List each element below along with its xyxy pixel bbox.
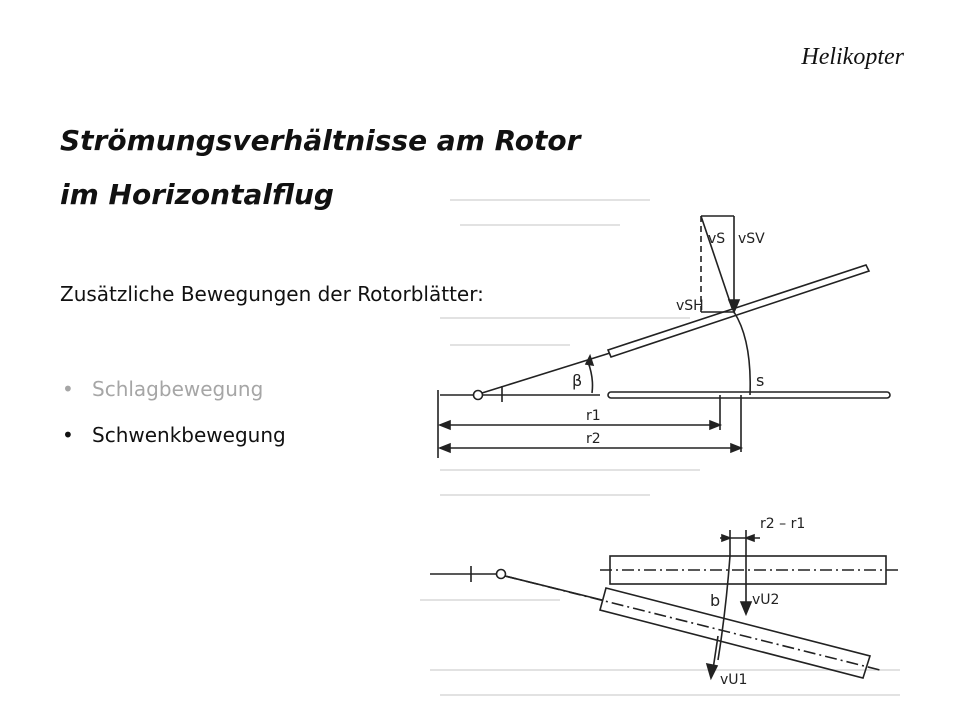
beta-arc: [587, 361, 594, 394]
lag-diagram: [430, 530, 900, 681]
vu1-arrowhead: [705, 662, 719, 681]
bullet-schwenkbewegung: Schwenkbewegung: [62, 420, 286, 466]
bullet-list: Schlagbewegung Schwenkbewegung: [62, 374, 286, 466]
r2-r1-arrow-right: [743, 533, 755, 543]
hinge-bottom: [495, 568, 507, 580]
label-vu2: vU2: [752, 592, 779, 608]
flap-diagram: [437, 215, 891, 458]
beta-arrow: [584, 353, 595, 366]
rotor-diagram: vS vSV vSH β s r1 r2: [420, 199, 900, 696]
vs-vector: [700, 215, 733, 309]
r1-arrow-right: [709, 419, 723, 431]
label-r2: r2: [586, 431, 601, 447]
label-vs: vS: [708, 231, 725, 247]
label-vsh: vSH: [676, 298, 704, 314]
page-title: Strömungsverhältnisse am Rotor im Horizo…: [60, 114, 580, 222]
label-beta: β: [572, 371, 582, 390]
flap-diagram-labels: vS vSV vSH β s r1 r2: [572, 231, 765, 447]
title-line-2: im Horizontalflug: [60, 178, 334, 211]
swung-blade: [599, 587, 872, 679]
swung-blade-centerline: [504, 575, 881, 671]
r1-arrow-left: [437, 419, 451, 431]
vu2-arrowhead: [739, 601, 753, 617]
bullet-schlagbewegung: Schlagbewegung: [62, 374, 286, 420]
label-r1: r1: [586, 408, 601, 424]
label-r2-r1: r2 – r1: [760, 516, 805, 532]
s-arc: [733, 311, 751, 396]
subtitle: Zusätzliche Bewegungen der Rotorblätter:: [60, 282, 484, 306]
r2-arrow-right: [730, 442, 744, 454]
hinge-top: [472, 389, 484, 401]
lag-diagram-labels: r2 – r1 vU2 b vU1: [710, 516, 805, 688]
header-title: Helikopter: [801, 44, 904, 70]
label-vu1: vU1: [720, 672, 747, 688]
label-b: b: [710, 591, 720, 610]
b-arc: [717, 555, 731, 661]
inclined-blade: [606, 264, 871, 358]
r2-arrow-left: [437, 442, 451, 454]
label-s: s: [756, 371, 764, 390]
horizontal-blade: [607, 391, 891, 399]
title-line-1: Strömungsverhältnisse am Rotor: [60, 124, 581, 157]
scan-background: [420, 199, 900, 696]
label-vsv: vSV: [738, 231, 765, 247]
r2-r1-arrow-left: [721, 533, 733, 543]
